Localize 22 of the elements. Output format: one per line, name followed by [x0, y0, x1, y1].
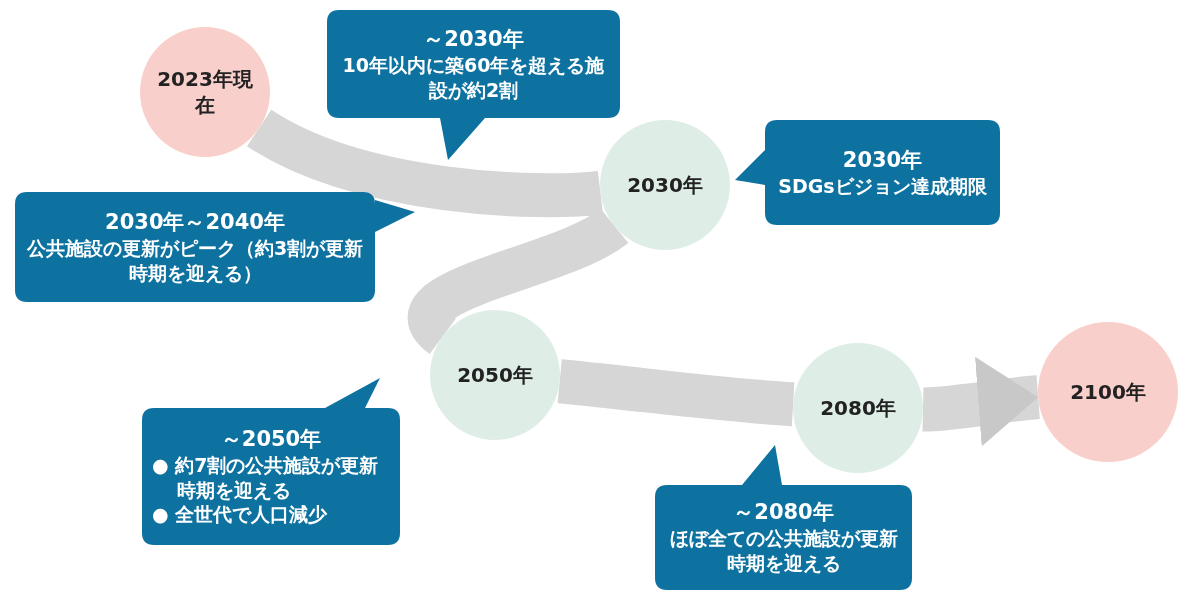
speech-bubble — [735, 120, 1000, 225]
callout-text: 公共施設の更新がピーク（約3割が更新時期を迎える） — [25, 235, 365, 286]
year-label: 2050年 — [457, 362, 533, 388]
callout-text: ほぼ全ての公共施設が更新時期を迎える — [668, 526, 899, 576]
year-label: 2100年 — [1070, 379, 1146, 405]
year-label: 2023年現在 — [157, 66, 253, 118]
speech-bubble — [327, 10, 620, 160]
bullet-item: ● 約7割の公共施設が更新時期を迎える — [152, 453, 380, 503]
road-arrow — [922, 357, 1041, 448]
callout-heading: ～2080年 — [733, 499, 834, 527]
callout-heading: ～2050年 — [220, 425, 322, 453]
year-label: 2030年 — [627, 172, 703, 198]
speech-bubble — [15, 192, 415, 302]
callout-heading: 2030年～2040年 — [105, 208, 285, 236]
year-label: 2080年 — [820, 395, 896, 421]
callout-heading: 2030年 — [842, 146, 923, 174]
callout-text: SDGsビジョン達成期限 — [778, 173, 987, 199]
callout-heading: ～2030年 — [423, 25, 524, 53]
speech-bubble — [655, 445, 912, 590]
callout-text: 10年以内に築60年を超える施設が約2割 — [341, 52, 606, 103]
speech-bubble — [142, 378, 400, 545]
bullet-item: ● 全世代で人口減少 — [152, 502, 329, 528]
